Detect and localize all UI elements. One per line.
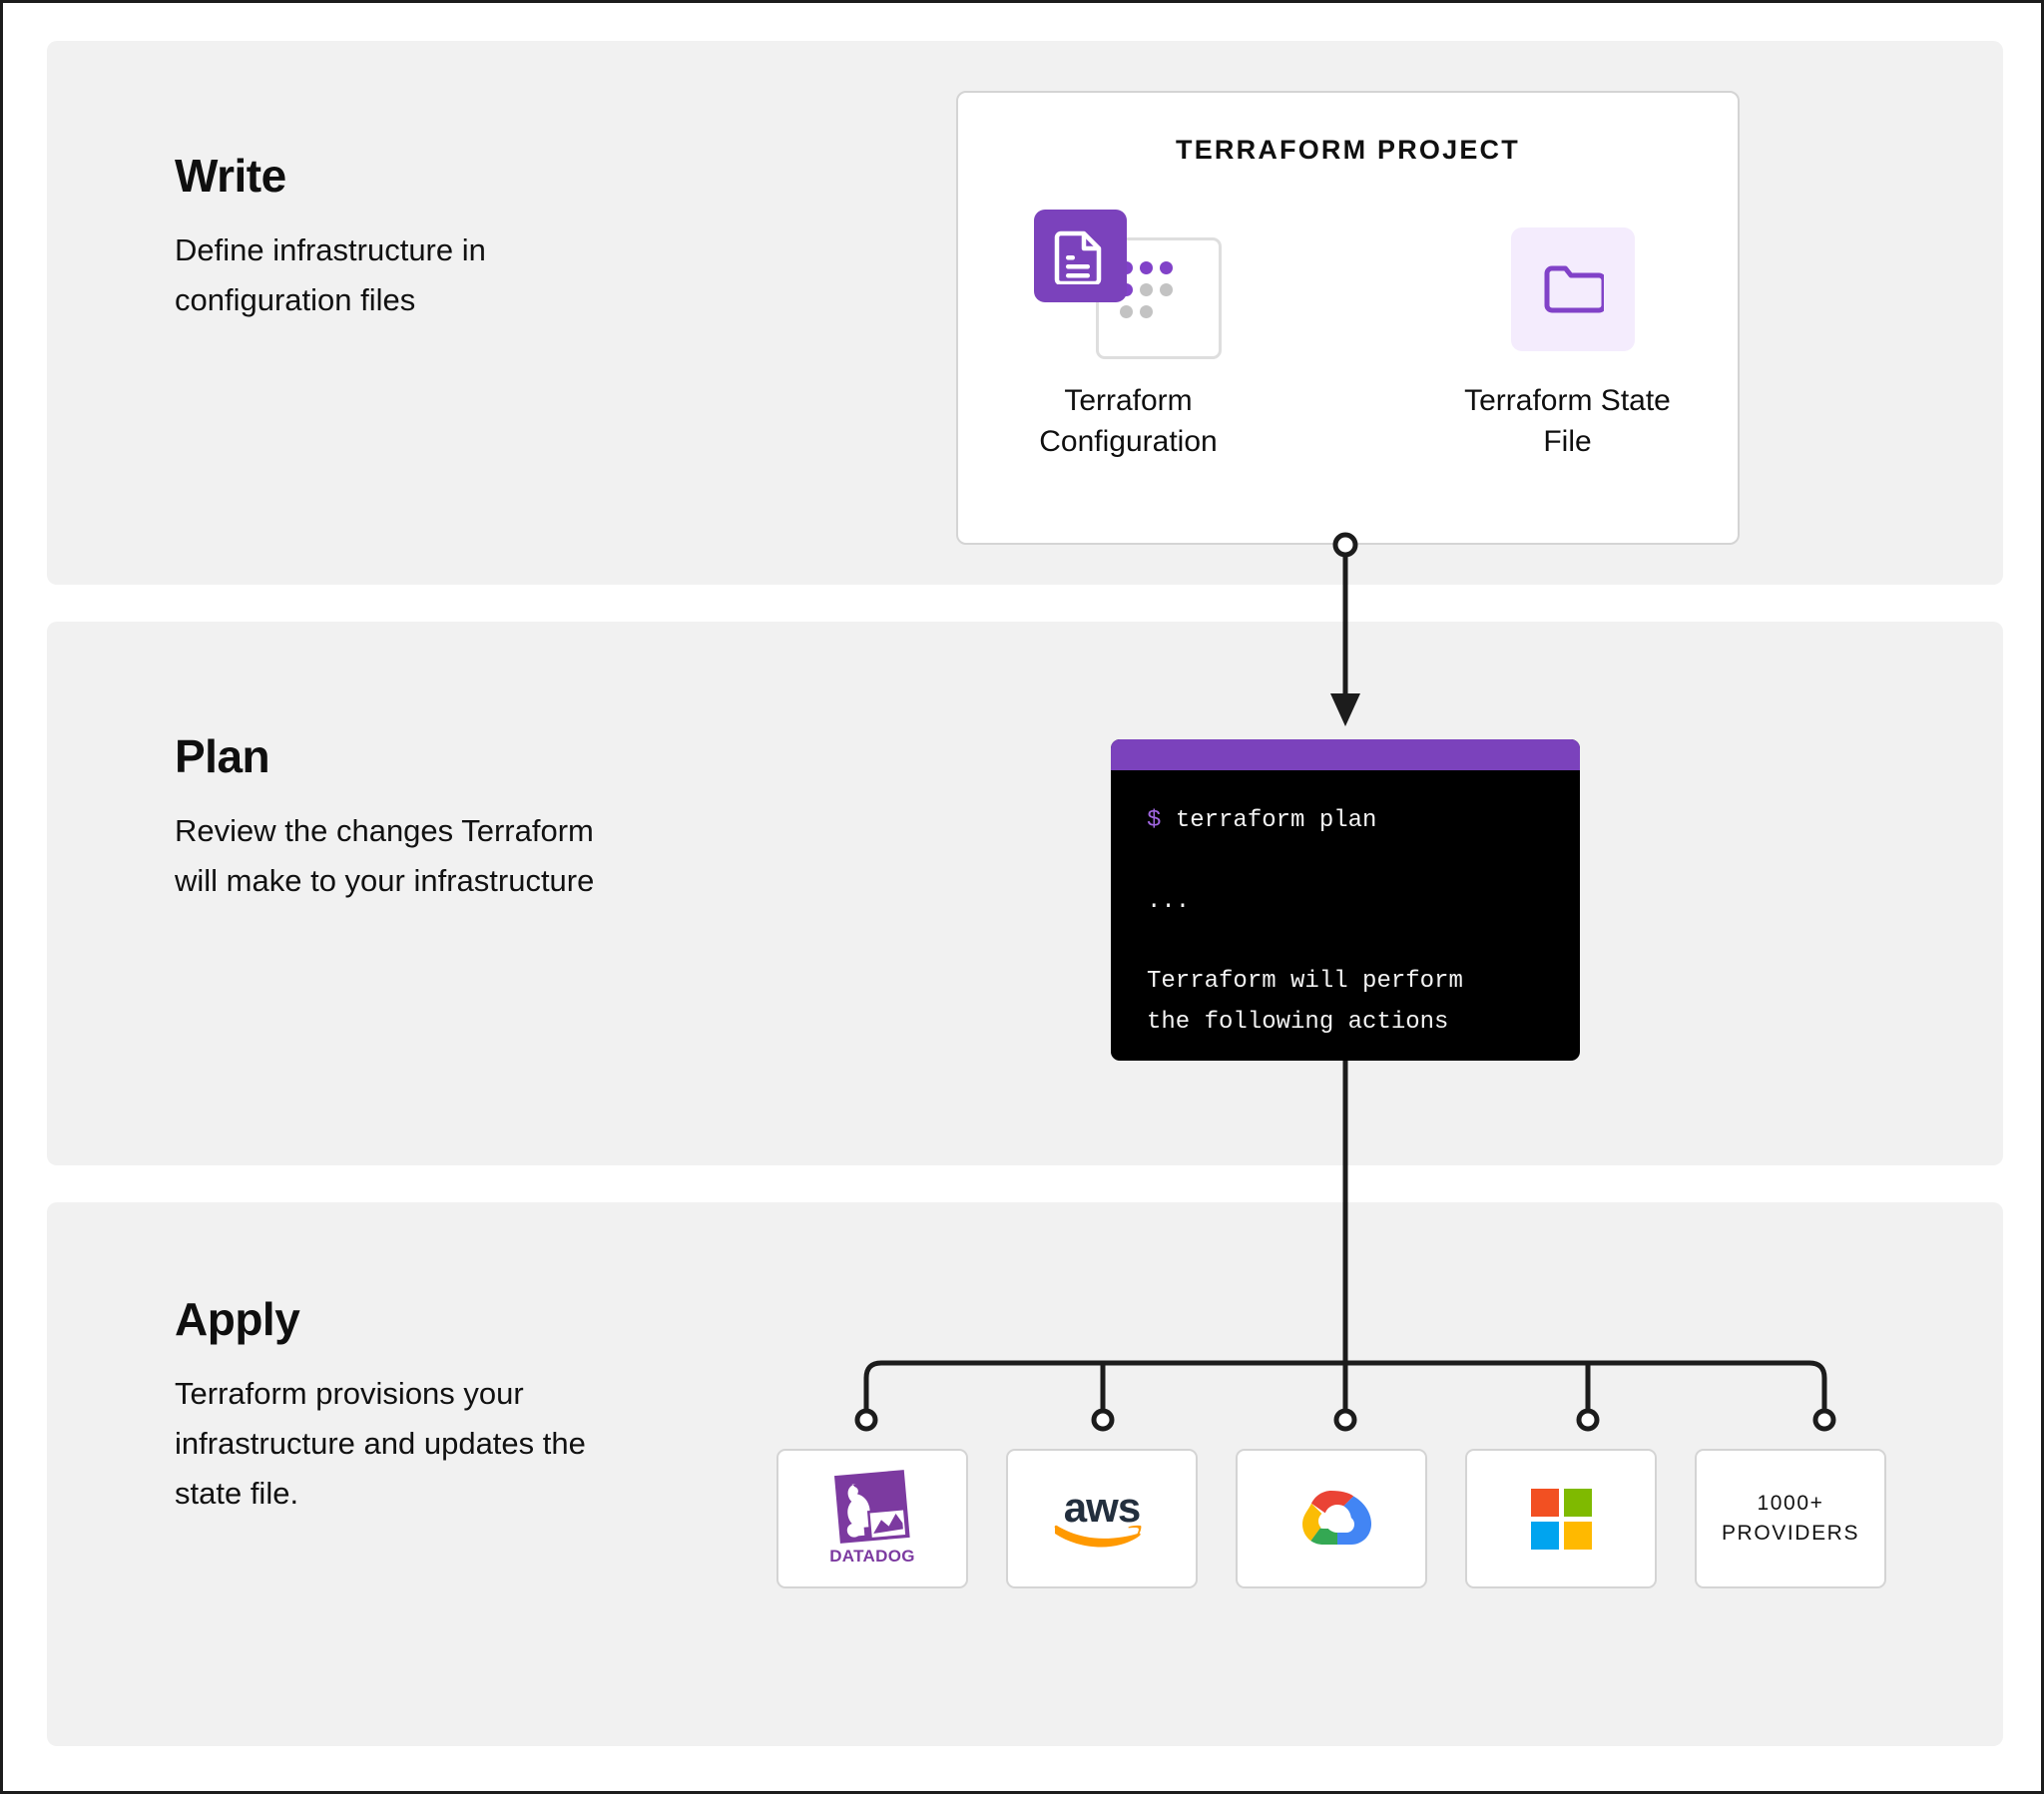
svg-text:DATADOG: DATADOG: [829, 1547, 915, 1566]
step-write-text-block: Write Define infrastructure in configura…: [175, 151, 614, 325]
more-providers-count: 1000+: [1757, 1491, 1824, 1515]
provider-card-row: DATADOG aws: [776, 1449, 1886, 1588]
terminal-ellipsis: ...: [1147, 887, 1191, 915]
project-item-label-state-file: Terraform State File: [1464, 384, 1671, 458]
provider-card-more-providers[interactable]: 1000+ PROVIDERS: [1695, 1449, 1886, 1588]
step-write-title: Write: [175, 150, 286, 202]
google-cloud-logo: [1302, 1491, 1371, 1545]
project-item-terraform-state-file: Terraform State File: [1450, 210, 1685, 462]
terraform-project-items: Terraform Configuration Terraform State …: [958, 210, 1738, 462]
aws-logo: aws: [1054, 1486, 1142, 1548]
step-plan-text-block: Plan Review the changes Terraform will m…: [175, 731, 614, 906]
datadog-logo: DATADOG: [829, 1470, 915, 1566]
step-write-description: Define infrastructure in configuration f…: [175, 231, 486, 317]
project-item-terraform-configuration: Terraform Configuration: [1011, 210, 1246, 462]
document-icon: [1033, 210, 1127, 302]
terminal-output: $ terraform plan ... Terraform will perf…: [1111, 770, 1580, 1061]
panel-plan: Plan Review the changes Terraform will m…: [47, 622, 2003, 1165]
svg-text:aws: aws: [1064, 1486, 1140, 1531]
terraform-project-title: TERRAFORM PROJECT: [1176, 135, 1520, 165]
provider-card-datadog[interactable]: DATADOG: [776, 1449, 968, 1588]
terminal-prompt-symbol: $: [1147, 807, 1162, 834]
configuration-icon-group: [1033, 210, 1224, 359]
more-providers-label: 1000+ PROVIDERS: [1722, 1489, 1859, 1550]
terraform-project-card: TERRAFORM PROJECT: [956, 91, 1740, 545]
terminal-command: terraform plan: [1175, 807, 1377, 834]
terminal-title-bar: [1111, 739, 1580, 770]
step-plan-title: Plan: [175, 730, 270, 782]
terraform-plan-terminal: $ terraform plan ... Terraform will perf…: [1111, 739, 1580, 1061]
step-apply-title: Apply: [175, 1293, 300, 1345]
provider-card-google-cloud[interactable]: [1236, 1449, 1427, 1588]
microsoft-logo: [1530, 1488, 1592, 1550]
step-apply-text-block: Apply Terraform provisions your infrastr…: [175, 1294, 614, 1519]
step-apply-description: Terraform provisions your infrastructure…: [175, 1375, 586, 1512]
project-item-label-configuration: Terraform Configuration: [1039, 384, 1218, 458]
terminal-output-line-2: the following actions: [1147, 1008, 1449, 1036]
provider-card-microsoft[interactable]: [1465, 1449, 1657, 1588]
terminal-output-line-1: Terraform will perform: [1147, 968, 1463, 996]
state-icon-group: [1473, 210, 1663, 359]
step-plan-description: Review the changes Terraform will make t…: [175, 812, 595, 898]
folder-icon: [1510, 227, 1635, 351]
config-dot-grid: [1119, 261, 1180, 327]
provider-card-aws[interactable]: aws: [1006, 1449, 1198, 1588]
more-providers-word: PROVIDERS: [1721, 1522, 1860, 1545]
